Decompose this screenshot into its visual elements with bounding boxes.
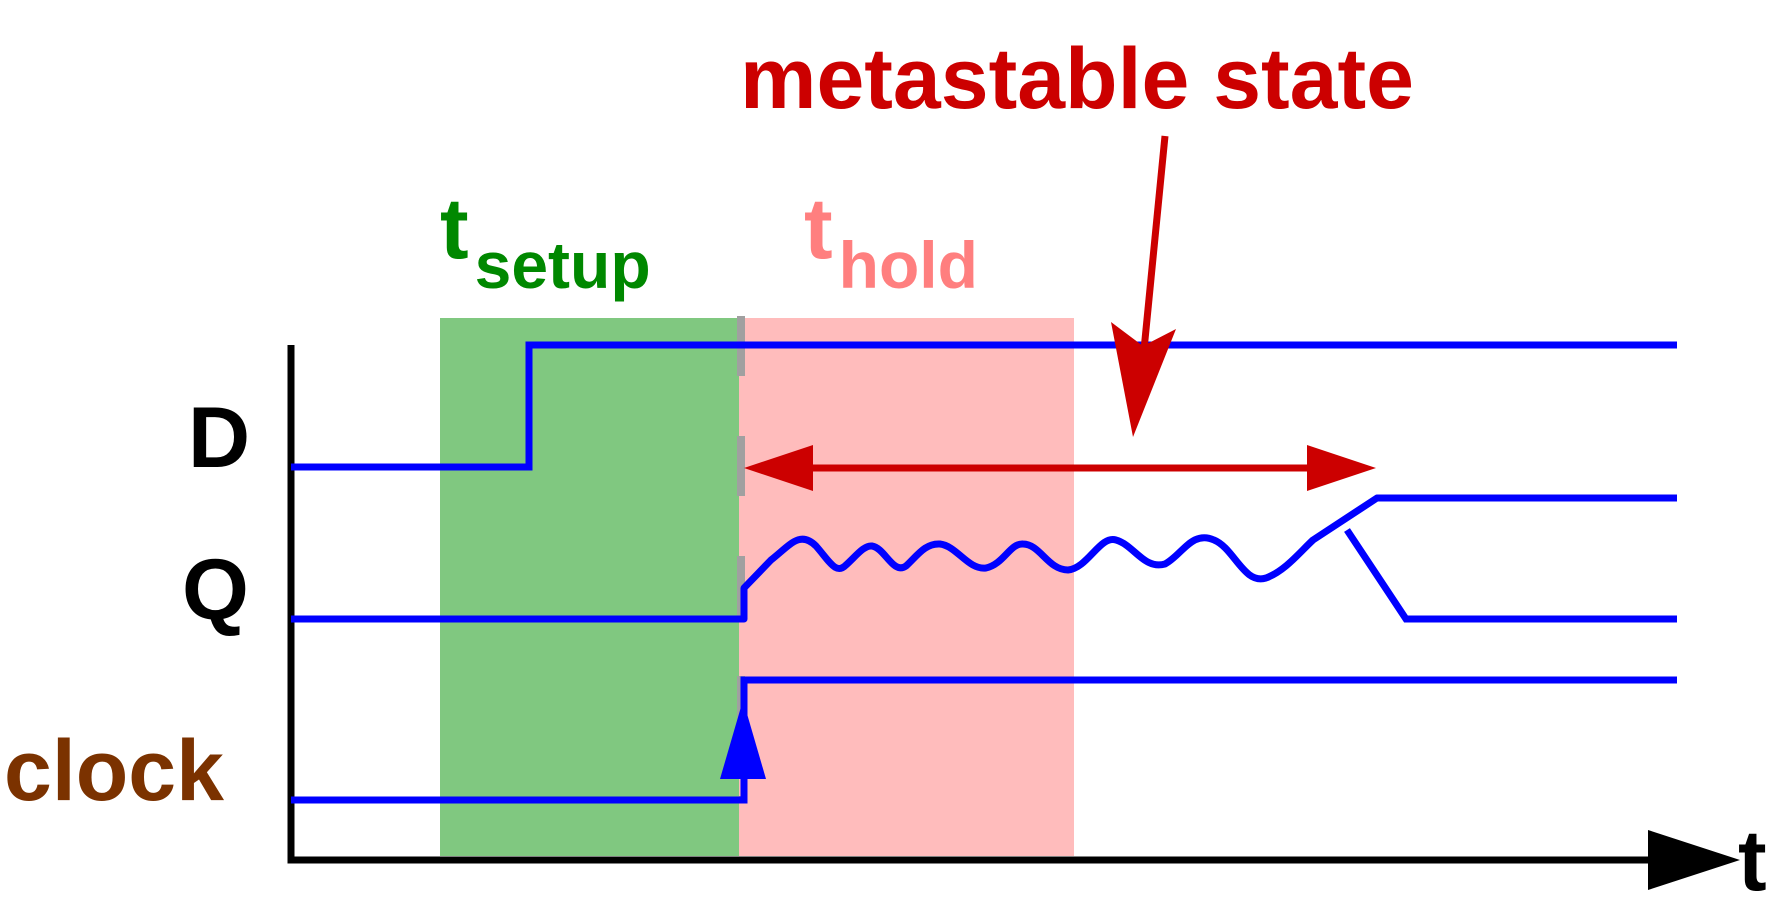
clock-rising-edge-arrow xyxy=(720,700,766,779)
time-axis-label: t xyxy=(1738,813,1767,901)
time-axis-arrowhead xyxy=(1648,830,1740,890)
t-setup-main: t xyxy=(440,181,469,277)
t-setup-label: tsetup xyxy=(440,181,651,302)
t-hold-sub: hold xyxy=(839,228,978,302)
t-hold-main: t xyxy=(804,181,833,277)
d-signal-label: D xyxy=(188,390,250,486)
metastable-pointer-head xyxy=(1111,322,1176,437)
axis-lines xyxy=(287,345,1650,864)
q-signal-label: Q xyxy=(182,542,249,638)
d-signal xyxy=(291,341,1677,471)
hold-region xyxy=(739,318,1074,856)
metastable-duration-left-head xyxy=(744,445,813,491)
q-signal-low-branch xyxy=(1344,528,1677,623)
metastable-pointer-line xyxy=(1139,135,1169,361)
q-signal xyxy=(291,494,1677,623)
metastable-duration-right-head xyxy=(1307,445,1376,491)
setup-region xyxy=(440,318,739,856)
t-hold-label: thold xyxy=(804,181,978,302)
clock-signal-label: clock xyxy=(4,723,224,819)
title-metastable-state: metastable state xyxy=(740,31,1414,127)
t-setup-sub: setup xyxy=(475,228,651,302)
